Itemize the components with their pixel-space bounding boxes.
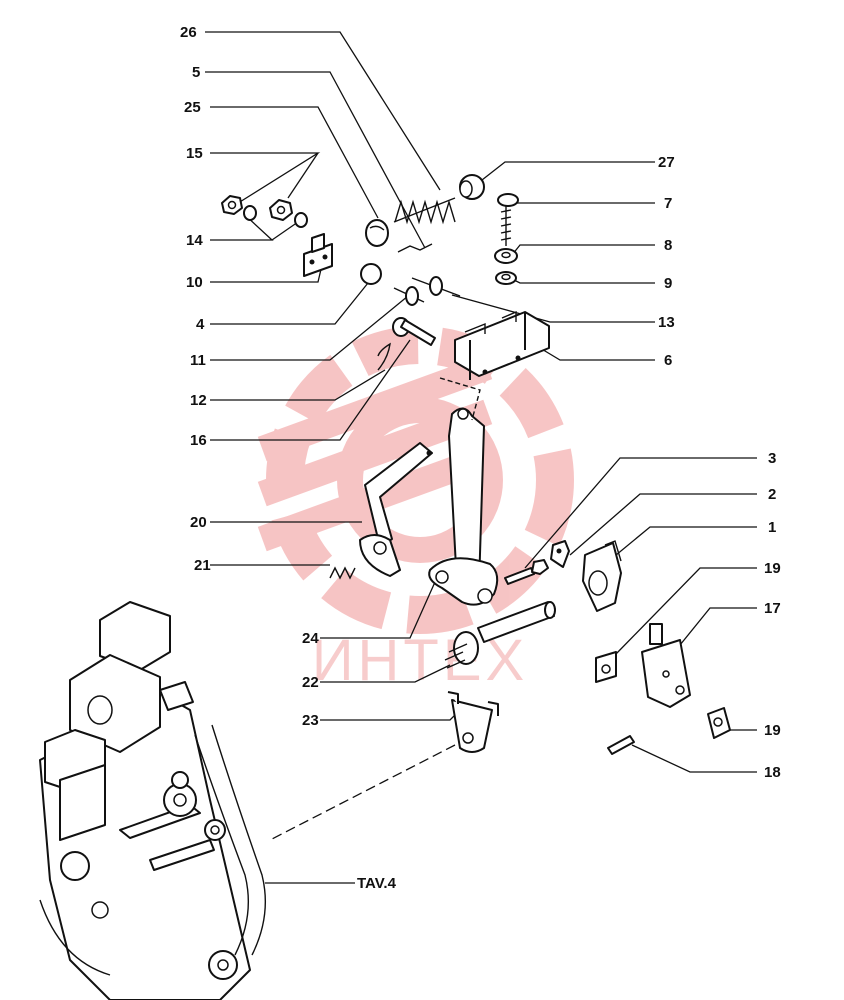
- label-19-upper: 19: [764, 560, 781, 577]
- label-26: 26: [180, 24, 197, 41]
- label-21: 21: [194, 557, 211, 574]
- label-23: 23: [302, 712, 319, 729]
- label-25: 25: [184, 99, 201, 116]
- part-4-sleeve: [360, 263, 382, 285]
- label-22: 22: [302, 674, 319, 691]
- part-22-shaft: [444, 601, 556, 669]
- label-16: 16: [190, 432, 207, 449]
- part-18-pin: [607, 735, 635, 755]
- label-20: 20: [190, 514, 207, 531]
- label-27: 27: [658, 154, 675, 171]
- label-6: 6: [664, 352, 672, 369]
- part-24-lever: [428, 377, 499, 606]
- label-18: 18: [764, 764, 781, 781]
- part-27-cap: [459, 174, 485, 200]
- label-10: 10: [186, 274, 203, 291]
- label-24: 24: [302, 630, 319, 647]
- part-8-nut: [494, 248, 518, 264]
- label-9: 9: [664, 275, 672, 292]
- part-21-spring: [329, 566, 356, 580]
- leader-lines: [205, 31, 757, 884]
- label-13: 13: [658, 314, 675, 331]
- part-3-bolt: [504, 559, 549, 585]
- label-5: 5: [192, 64, 200, 81]
- part-13-stud: [411, 276, 461, 297]
- part-16-pin: [392, 317, 436, 346]
- label-reference-tav4: TAV.4: [357, 875, 397, 892]
- label-12: 12: [190, 392, 207, 409]
- part-19-washer-lower: [707, 707, 731, 739]
- part-7-screw: [497, 193, 519, 246]
- label-19-lower: 19: [764, 722, 781, 739]
- part-14-washers: [243, 205, 308, 228]
- part-25-cap: [365, 219, 389, 247]
- part-number-labels: 26 5 25 15 14 10 4 11 12 16 20 21 24 22 …: [180, 24, 781, 892]
- watermark-logo: [257, 326, 574, 634]
- label-2: 2: [768, 486, 776, 503]
- label-4: 4: [196, 316, 205, 333]
- part-26-spring: [393, 197, 456, 225]
- label-3: 3: [768, 450, 776, 467]
- part-2-plate: [550, 540, 570, 568]
- part-5-clip: [397, 243, 433, 253]
- label-8: 8: [664, 237, 672, 254]
- part-20-lever: [359, 442, 433, 577]
- part-19-washer-upper: [595, 651, 617, 683]
- part-11-stud: [393, 286, 425, 306]
- label-11: 11: [190, 352, 206, 369]
- label-17: 17: [764, 600, 781, 617]
- part-23-fork: [447, 691, 499, 753]
- pump-housing: [39, 601, 266, 1000]
- part-17-bracket: [641, 623, 691, 708]
- label-14: 14: [186, 232, 203, 249]
- part-9-washer: [495, 271, 517, 285]
- part-15-nuts: [221, 195, 293, 221]
- part-12-cotter-pin: [377, 342, 391, 371]
- part-10-bracket: [303, 233, 333, 277]
- label-7: 7: [664, 195, 672, 212]
- label-1: 1: [768, 519, 776, 536]
- part-6-housing: [454, 310, 550, 380]
- label-15: 15: [186, 145, 203, 162]
- part-1-bracket: [582, 540, 622, 612]
